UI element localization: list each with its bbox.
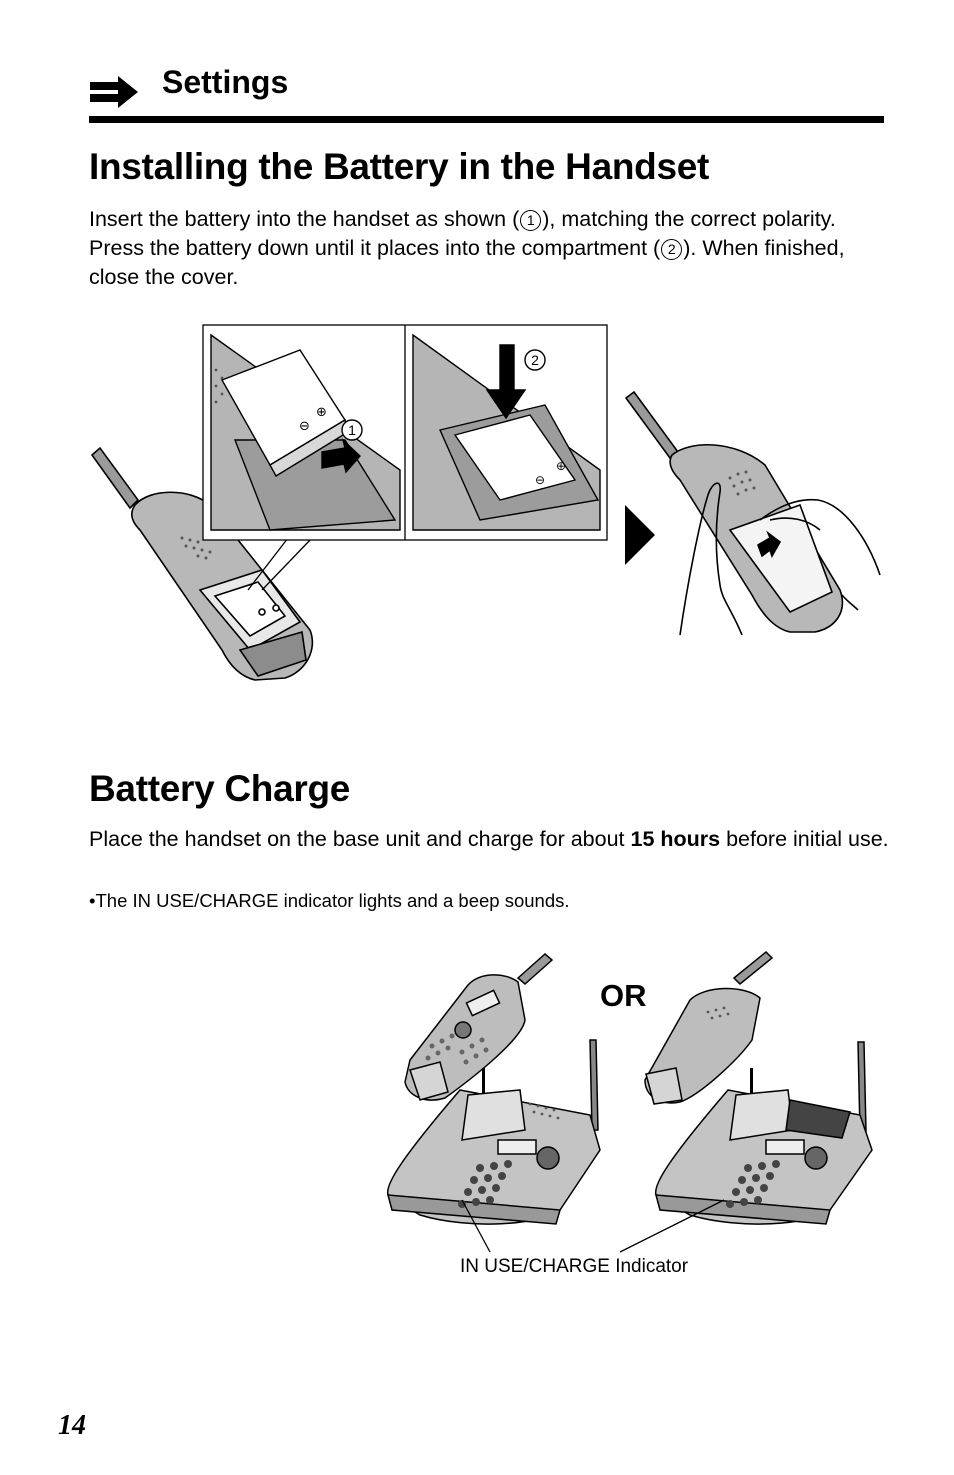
charge-instructions: Place the handset on the base unit and c… [89, 827, 889, 851]
page-number: 14 [58, 1410, 86, 1441]
svg-text:⊕: ⊕ [556, 459, 566, 473]
step-2-marker: 2 [661, 239, 683, 260]
speaker-grille-left [180, 536, 212, 560]
base-keypad-left [458, 1160, 512, 1208]
speaker-grille-right [728, 470, 756, 496]
charge-note: •The IN USE/CHARGE indicator lights and … [89, 890, 570, 911]
svg-text:⊖: ⊖ [535, 473, 545, 487]
charge-duration: 15 hours [630, 827, 721, 851]
page-title: Installing the Battery in the Handset [89, 146, 710, 187]
callout-2: 2 [531, 352, 539, 368]
base-unit-right [654, 1041, 873, 1225]
callout-1: 1 [348, 422, 356, 438]
indicator-leader-line-left [461, 1199, 491, 1253]
handset-keypad-buttons [425, 1033, 489, 1065]
base-keypad-right [726, 1160, 780, 1208]
or-label: OR [600, 978, 647, 1013]
section-arrow-icon [90, 76, 138, 108]
inset-step-2: ⊖ ⊕ [412, 333, 601, 531]
next-step-arrow-icon [625, 505, 655, 565]
base-speaker-left [528, 1102, 560, 1120]
step-1-marker: 1 [520, 210, 542, 231]
handset-open-illustration [90, 446, 314, 681]
svg-text:⊖: ⊖ [299, 419, 310, 434]
header-rule [89, 116, 884, 123]
handset-plain-model [644, 950, 774, 1105]
base-unit-left [386, 1039, 601, 1225]
indicator-leader-line-right [619, 1199, 725, 1253]
indicator-caption: IN USE/CHARGE Indicator [460, 1256, 689, 1277]
handset-closing-cover [624, 390, 881, 636]
section-label: Settings [162, 64, 289, 100]
svg-text:⊕: ⊕ [316, 405, 327, 420]
speaker-grille-handset [706, 1006, 730, 1020]
handset-keypad-model [404, 953, 554, 1101]
section-title-battery-charge: Battery Charge [89, 768, 351, 809]
install-instructions: Insert the battery into the handset as s… [89, 207, 845, 289]
